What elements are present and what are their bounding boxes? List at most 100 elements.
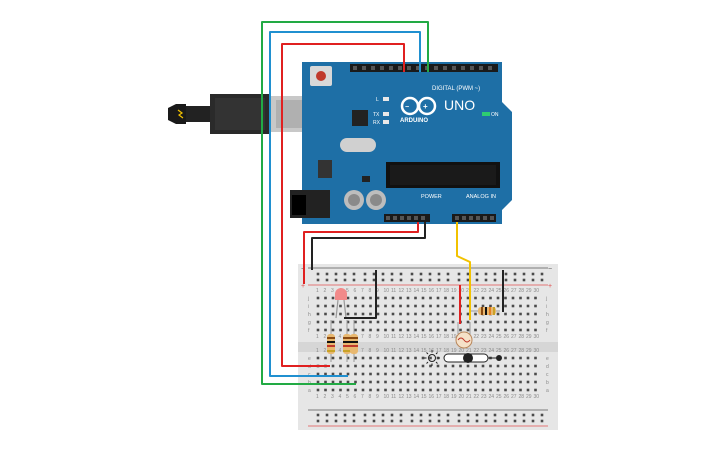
column-number: 1 xyxy=(316,334,319,340)
column-number: 10 xyxy=(384,334,390,340)
breadboard-hole xyxy=(451,364,455,368)
breadboard-hole xyxy=(451,388,455,392)
column-number: 10 xyxy=(384,288,390,294)
column-number: 11 xyxy=(391,394,396,400)
breadboard-hole xyxy=(466,272,470,276)
breadboard-hole xyxy=(384,320,387,324)
breadboard-hole xyxy=(414,372,417,376)
breadboard-hole xyxy=(504,419,508,423)
column-number: 12 xyxy=(399,288,405,294)
breadboard-hole xyxy=(496,364,500,368)
breadboard-hole xyxy=(457,419,461,423)
breadboard-hole xyxy=(346,296,350,300)
breadboard-hole xyxy=(429,320,432,324)
breadboard-hole xyxy=(437,419,441,423)
column-number: 24 xyxy=(489,334,495,340)
usb-cable-icon xyxy=(168,94,310,134)
breadboard-hole xyxy=(369,328,372,332)
row-letter: j xyxy=(545,296,547,302)
breadboard-hole xyxy=(474,312,477,316)
breadboard-hole xyxy=(399,320,402,324)
breadboard-hole xyxy=(466,380,470,384)
breadboard-hole xyxy=(421,320,425,324)
svg-text:−: − xyxy=(405,104,409,111)
breadboard-hole xyxy=(489,328,492,332)
row-letter: f xyxy=(546,328,548,334)
row-letter: h xyxy=(546,312,549,318)
resistor xyxy=(470,307,500,315)
breadboard-hole xyxy=(399,272,403,276)
breadboard-hole xyxy=(399,413,403,417)
light-slider[interactable] xyxy=(424,350,502,366)
breadboard-hole xyxy=(406,380,410,384)
column-number: 29 xyxy=(526,334,532,340)
breadboard-hole xyxy=(339,388,342,392)
breadboard-hole xyxy=(354,380,357,384)
breadboard-hole xyxy=(325,413,329,417)
breadboard-hole xyxy=(346,312,350,316)
column-number: 8 xyxy=(369,348,372,354)
breadboard-hole xyxy=(540,278,544,282)
rail-plus-label: + xyxy=(548,283,552,290)
breadboard-hole xyxy=(376,372,380,376)
breadboard-hole xyxy=(399,364,402,368)
column-number: 25 xyxy=(496,288,502,294)
breadboard-hole xyxy=(421,312,425,316)
breadboard-hole xyxy=(504,388,507,392)
breadboard-hole xyxy=(484,272,488,276)
breadboard-hole xyxy=(496,380,500,384)
breadboard-hole xyxy=(504,372,507,376)
breadboard-hole xyxy=(429,372,432,376)
breadboard-hole xyxy=(513,278,517,282)
column-number: 1 xyxy=(316,348,319,354)
breadboard-hole xyxy=(451,380,455,384)
row-letter: c xyxy=(546,372,549,378)
breadboard-hole xyxy=(474,320,477,324)
breadboard-hole xyxy=(428,413,432,417)
breadboard-hole xyxy=(459,328,462,332)
breadboard-hole xyxy=(381,278,385,282)
breadboard-hole xyxy=(324,372,327,376)
breadboard-hole xyxy=(361,304,365,308)
breadboard-hole xyxy=(414,304,417,308)
column-number: 3 xyxy=(331,394,334,400)
column-number: 20 xyxy=(459,348,465,354)
breadboard-hole xyxy=(466,419,470,423)
breadboard-hole xyxy=(526,380,530,384)
breadboard-hole xyxy=(519,328,522,332)
breadboard-hole xyxy=(511,312,515,316)
column-number: 21 xyxy=(466,394,472,400)
breadboard-hole xyxy=(481,304,485,308)
breadboard-hole xyxy=(493,413,497,417)
breadboard-hole xyxy=(376,364,380,368)
breadboard-hole xyxy=(504,364,507,368)
breadboard-hole xyxy=(346,380,350,384)
breadboard-hole xyxy=(451,328,455,332)
breadboard-hole xyxy=(339,320,342,324)
breadboard-hole xyxy=(519,304,522,308)
breadboard-hole xyxy=(511,372,515,376)
digital-label: DIGITAL (PWM ~) xyxy=(432,86,480,92)
column-number: 12 xyxy=(399,394,405,400)
breadboard: − + − + jjiihhggffeeddccbbaa123456789101… xyxy=(298,264,558,430)
breadboard-hole xyxy=(414,328,417,332)
column-number: 4 xyxy=(339,334,342,340)
breadboard-hole xyxy=(526,328,530,332)
breadboard-hole xyxy=(352,272,356,276)
breadboard-hole xyxy=(399,328,402,332)
breadboard-hole xyxy=(496,312,500,316)
breadboard-hole xyxy=(399,419,403,423)
breadboard-hole xyxy=(316,356,320,360)
breadboard-hole xyxy=(421,304,425,308)
breadboard-hole xyxy=(511,356,515,360)
breadboard-hole xyxy=(369,372,372,376)
breadboard-hole xyxy=(384,312,387,316)
breadboard-hole xyxy=(504,380,507,384)
breadboard-hole xyxy=(504,296,507,300)
wire-red-5v xyxy=(303,222,419,284)
breadboard-hole xyxy=(436,304,440,308)
breadboard-hole xyxy=(316,278,320,282)
breadboard-hole xyxy=(504,304,507,308)
breadboard-hole xyxy=(414,388,417,392)
breadboard-hole xyxy=(343,413,347,417)
